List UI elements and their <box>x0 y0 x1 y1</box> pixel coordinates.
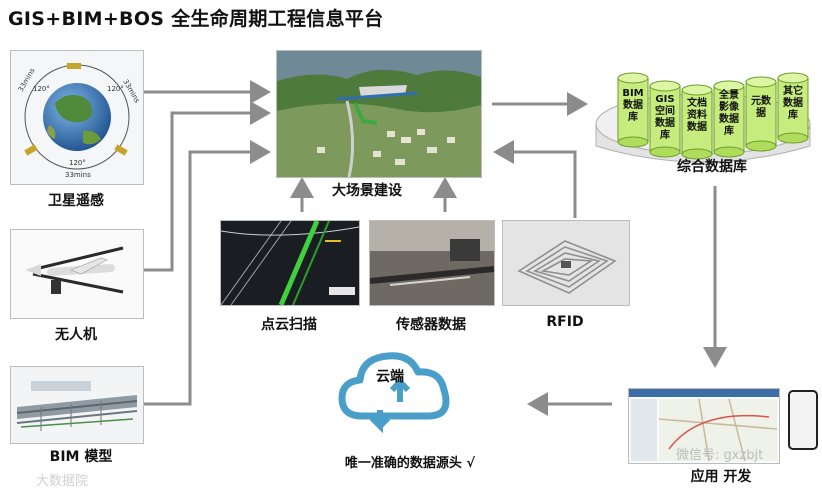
satellite-image: 33mins 120° 33mins 120° 120° 33mins <box>10 50 144 185</box>
scene-image <box>276 50 482 178</box>
db-cylinder-gis <box>649 80 681 158</box>
scene-label: 大场景建设 <box>332 183 402 199</box>
db-label-meta: 元数据 <box>751 96 771 119</box>
db-label-other: 其它数据库 <box>783 86 803 121</box>
orbit-label: 33mins <box>65 171 91 179</box>
point-cloud-label: 点云扫描 <box>261 317 317 333</box>
app-dev-image <box>628 388 780 464</box>
sensor-image <box>369 220 495 306</box>
phone-image <box>788 390 818 450</box>
rfid-label: RFID <box>546 314 584 330</box>
app-label: 应用 开发 <box>690 469 752 485</box>
sensor-label: 传感器数据 <box>396 317 466 333</box>
rfid-image <box>502 220 630 306</box>
db-label-gis: GIS空间数据库 <box>655 94 675 141</box>
db-cylinder-other <box>777 72 809 144</box>
orbit-label: 120° <box>33 85 50 93</box>
db-cylinder-bim <box>617 72 649 148</box>
orbit-label: 120° <box>69 159 86 167</box>
point-cloud-image <box>220 220 360 306</box>
satellite-label: 卫星遥感 <box>48 193 104 209</box>
db-label-panorama: 全景影像数据库 <box>719 90 739 137</box>
cloud-caption: 唯一准确的数据源头 √ <box>344 456 476 471</box>
db-cylinder-docs <box>681 84 713 160</box>
page-title: GIS+BIM+BOS 全生命周期工程信息平台 <box>8 8 384 30</box>
db-label-docs: 文档资料数据 <box>687 98 707 133</box>
bim-model-image <box>10 366 144 444</box>
drone-label: 无人机 <box>55 327 97 343</box>
orbit-label: 33mins <box>121 78 141 105</box>
cloud-icon <box>336 344 456 434</box>
database-label: 综合数据库 <box>677 159 747 175</box>
database-panel: BIM数据库 GIS空间数据库 文档资料数据 全景影像数据库 元数据 其它数据库 <box>592 50 814 190</box>
db-cylinder-panorama <box>713 80 745 158</box>
watermark-bigdata: 大数据院 <box>36 474 89 489</box>
drone-image <box>10 229 144 319</box>
cloud-label: 云端 <box>376 369 404 385</box>
db-cylinder-meta <box>745 76 777 152</box>
watermark-wechat: 微信号: gxzbjt <box>676 448 764 463</box>
db-label-bim: BIM数据库 <box>622 88 644 123</box>
bim-model-label: BIM 模型 <box>49 449 113 465</box>
orbit-label: 120° <box>107 85 124 93</box>
db-cylinders <box>617 72 809 160</box>
